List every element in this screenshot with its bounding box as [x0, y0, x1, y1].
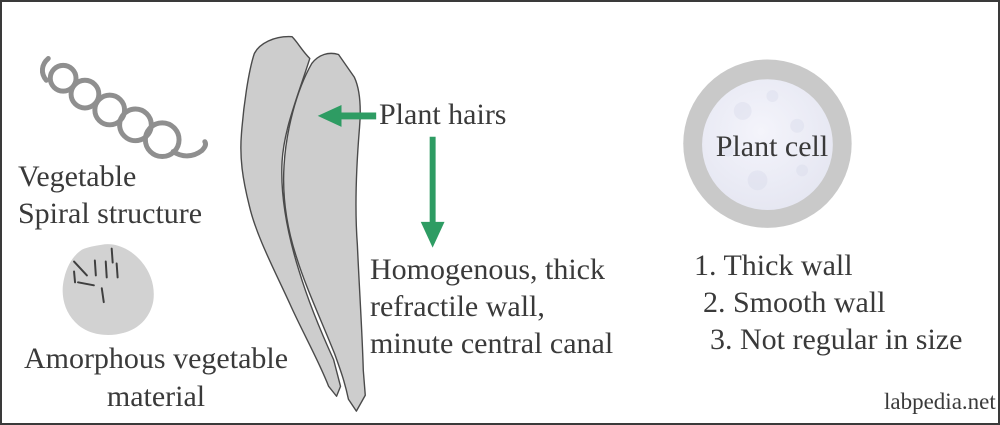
- arrow-left-icon: [317, 105, 377, 127]
- feature-smooth-wall: 2. Smooth wall: [703, 286, 886, 319]
- amorphous-label-line2: material: [106, 380, 206, 413]
- watermark-labpedia: labpedia.net: [884, 389, 996, 414]
- spiral-label-line1: Vegetable: [18, 160, 137, 193]
- plant-cell-icon: [683, 59, 852, 228]
- hair-wall-description: Homogenous, thick refractile wall, minut…: [370, 251, 613, 362]
- amorphous-label-line1: Amorphous vegetable: [23, 342, 289, 375]
- feature-thick-wall: 1. Thick wall: [694, 249, 853, 282]
- hair-wall-line1: Homogenous, thick: [370, 253, 605, 286]
- plant-hairs-label: Plant hairs: [379, 98, 507, 131]
- arrow-down-icon: [420, 136, 445, 248]
- plant-cell-label: Plant cell: [715, 130, 829, 163]
- hair-wall-line2: refractile wall,: [370, 290, 545, 323]
- amorphous-material-label: Amorphous vegetable material: [6, 340, 306, 416]
- spiral-structure-label: Vegetable Spiral structure: [18, 158, 202, 232]
- spiral-label-line2: Spiral structure: [18, 197, 203, 230]
- plant-hairs-icon: [240, 35, 366, 412]
- vegetable-spiral-icon: [39, 55, 209, 160]
- amorphous-material-icon: [62, 244, 154, 335]
- hair-wall-line3: minute central canal: [370, 327, 614, 360]
- plant-cell-feature-list: 1. Thick wall 2. Smooth wall 3. Not regu…: [694, 247, 962, 358]
- feature-size: 3. Not regular in size: [710, 323, 963, 356]
